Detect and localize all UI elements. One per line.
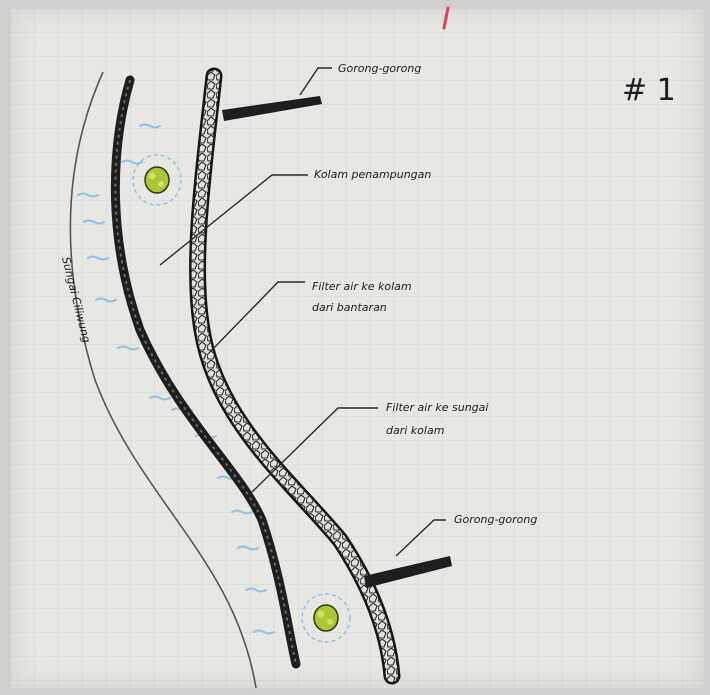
red-pen-mark — [444, 8, 448, 28]
page-number: # 1 — [622, 73, 676, 108]
pipe-bottom — [364, 556, 452, 588]
plant-bottom — [302, 594, 350, 642]
label-outflow-pipe-top: Gorong-gorong — [338, 62, 421, 75]
pipe-top — [222, 96, 322, 121]
label-filter-to-river-1: Filter air ke sungai — [386, 401, 488, 414]
label-filter-to-pond-2: dari bantaran — [312, 301, 387, 314]
label-filter-to-river-2: dari kolam — [386, 424, 444, 437]
label-filter-to-pond-1: Filter air ke kolam — [312, 280, 412, 293]
label-river: Sungai Ciliwung — [59, 256, 93, 345]
label-pond: Kolam penampungan — [314, 168, 431, 181]
label-outflow-pipe-bottom: Gorong-gorong — [454, 513, 537, 526]
water-ticks — [78, 125, 274, 634]
